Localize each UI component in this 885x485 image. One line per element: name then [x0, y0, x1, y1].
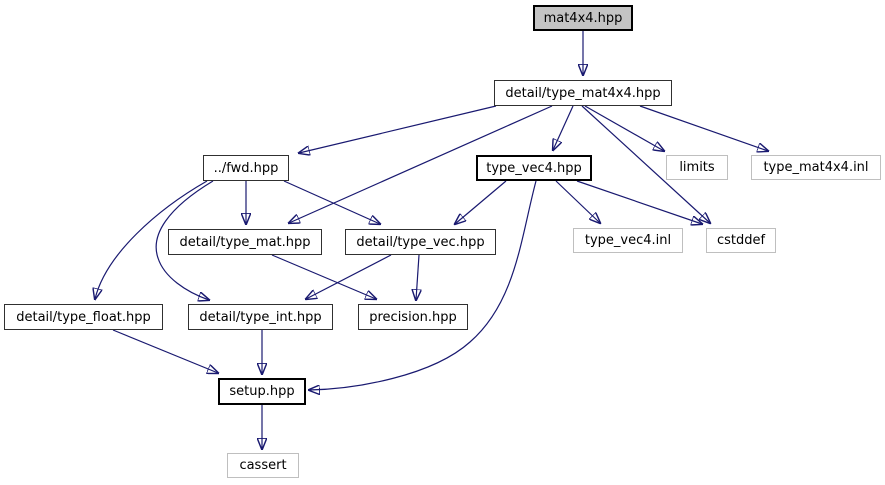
node-label: setup.hpp — [229, 384, 295, 399]
edge-type_vec4_hpp-to-type_vec4_inl — [555, 180, 600, 223]
edge-type_vec4_hpp-to-cstddef — [576, 180, 702, 224]
node-cstddef: cstddef — [706, 228, 776, 253]
edge-type_float_hpp-to-setup_hpp — [112, 329, 218, 373]
edge-fwd_hpp-to-type_vec_hpp — [283, 180, 380, 224]
node-label: cstddef — [716, 233, 766, 248]
node-detail-type_mat4x4-hpp[interactable]: detail/type_mat4x4.hpp — [494, 80, 672, 106]
edge-type_vec_hpp-to-precision_hpp — [416, 254, 419, 300]
node-label: precision.hpp — [369, 309, 457, 325]
edge-type_vec_hpp-to-type_int_hpp — [306, 254, 392, 299]
edge-type_mat_hpp-to-precision_hpp — [271, 254, 376, 299]
edge-type_vec4_hpp-to-setup_hpp — [309, 180, 537, 390]
node-label: cassert — [239, 458, 287, 473]
node-cassert: cassert — [227, 453, 299, 478]
node-limits: limits — [666, 155, 728, 180]
node-label: detail/type_mat4x4.hpp — [505, 85, 661, 101]
node-label: detail/type_float.hpp — [16, 309, 151, 325]
node-label: detail/type_mat.hpp — [179, 234, 311, 250]
node-label: type_vec4.hpp — [486, 160, 582, 176]
node-label: detail/type_vec.hpp — [356, 234, 485, 250]
edge-type_vec4_hpp-to-type_vec_hpp — [455, 180, 507, 224]
edge-type_mat4x4_hpp-to-limits — [584, 105, 664, 151]
node-mat4x4-hpp: mat4x4.hpp — [533, 5, 633, 31]
node-label: limits — [679, 160, 715, 175]
node-fwd-hpp[interactable]: ../fwd.hpp — [203, 155, 289, 181]
node-type_vec4-inl: type_vec4.inl — [573, 228, 683, 253]
node-label: type_vec4.inl — [584, 233, 672, 248]
node-type_vec4-hpp[interactable]: type_vec4.hpp — [476, 155, 592, 181]
edge-fwd_hpp-to-type_int_hpp — [155, 180, 214, 300]
node-detail-type_float-hpp[interactable]: detail/type_float.hpp — [4, 304, 163, 330]
node-precision-hpp[interactable]: precision.hpp — [358, 304, 468, 330]
node-label: ../fwd.hpp — [213, 160, 279, 176]
node-label: type_mat4x4.inl — [763, 160, 869, 175]
node-label: mat4x4.hpp — [543, 10, 623, 26]
edge-fwd_hpp-to-type_float_hpp — [95, 180, 208, 299]
node-detail-type_int-hpp[interactable]: detail/type_int.hpp — [188, 304, 333, 330]
edge-type_mat4x4_hpp-to-type_mat4x4_inl — [639, 105, 768, 151]
node-detail-type_mat-hpp[interactable]: detail/type_mat.hpp — [168, 229, 322, 255]
edge-type_mat4x4_hpp-to-cstddef — [581, 105, 710, 223]
node-label: detail/type_int.hpp — [199, 309, 322, 325]
edge-type_mat4x4_hpp-to-type_vec4_hpp — [553, 105, 574, 150]
node-detail-type_vec-hpp[interactable]: detail/type_vec.hpp — [345, 229, 496, 255]
edge-type_mat4x4_hpp-to-fwd_hpp — [299, 105, 497, 153]
node-setup-hpp[interactable]: setup.hpp — [218, 378, 306, 405]
node-type_mat4x4-inl: type_mat4x4.inl — [751, 155, 881, 180]
